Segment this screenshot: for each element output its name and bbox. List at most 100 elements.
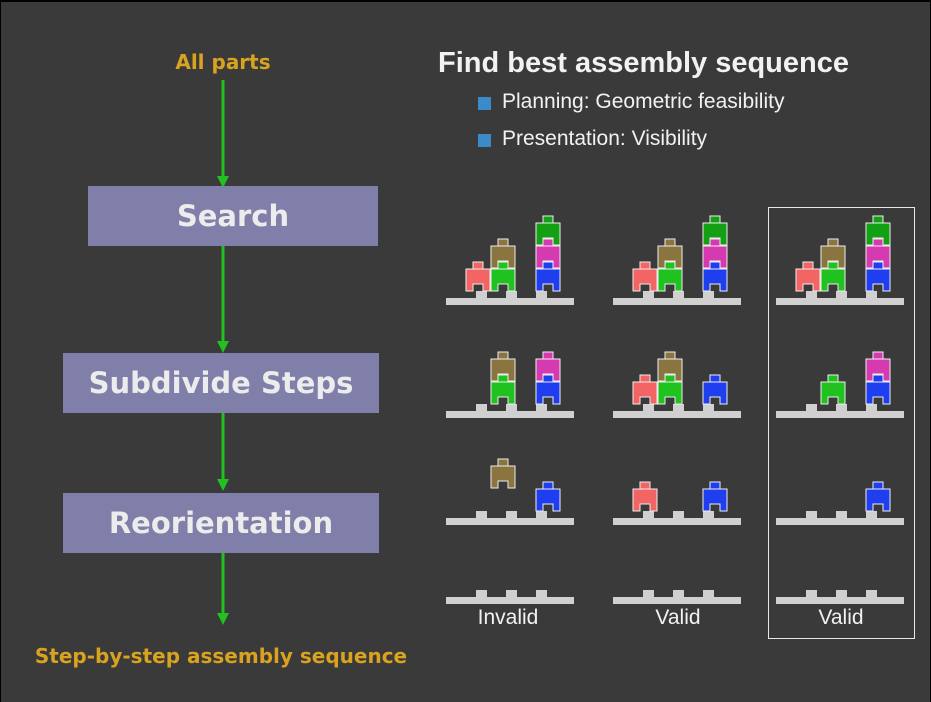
red-piece-part (632, 488, 658, 512)
blue-piece-part (865, 381, 891, 405)
blue-piece (535, 374, 561, 405)
base-peg (643, 404, 654, 411)
base-peg (476, 511, 487, 518)
base-plate (446, 597, 574, 604)
darkgreen-piece (535, 215, 561, 246)
magenta-piece-part (702, 245, 728, 269)
magenta-piece (702, 238, 728, 269)
olive-piece-part (490, 245, 516, 269)
panel-title: Find best assembly sequence (438, 47, 849, 79)
blue-piece-part (702, 381, 728, 405)
red-piece (632, 261, 658, 292)
magenta-piece-part (535, 358, 561, 382)
base-peg (506, 590, 517, 597)
blue-piece-part (702, 268, 728, 292)
column-label-valid-highlighted: Valid (818, 606, 864, 629)
base-peg (673, 404, 684, 411)
olive-piece (820, 238, 846, 269)
base-peg (866, 291, 877, 298)
arrowhead (217, 176, 229, 188)
base-peg (836, 404, 847, 411)
base-peg (536, 511, 547, 518)
base-peg (506, 291, 517, 298)
green-piece-part (657, 268, 683, 292)
column-label-valid: Valid (655, 606, 701, 629)
olive-piece (657, 351, 683, 382)
base-peg (673, 511, 684, 518)
magenta-piece (865, 351, 891, 382)
reorientation-step-box: Reorientation (63, 493, 379, 553)
darkgreen-piece-part (702, 222, 728, 246)
base-peg (866, 511, 877, 518)
base-peg (476, 291, 487, 298)
red-piece-part (632, 381, 658, 405)
green-piece (490, 374, 516, 405)
base-peg (703, 590, 714, 597)
column-label-invalid: Invalid (477, 606, 539, 629)
blue-piece (535, 261, 561, 292)
green-piece (820, 261, 846, 292)
blue-piece (702, 374, 728, 405)
olive-piece-part (490, 358, 516, 382)
green-piece (820, 374, 846, 405)
olive-piece (490, 458, 516, 489)
red-piece (632, 374, 658, 405)
base-peg (536, 590, 547, 597)
blue-piece-part (535, 381, 561, 405)
green-piece (657, 374, 683, 405)
magenta-piece-part (535, 245, 561, 269)
bullet-text: Planning: Geometric feasibility (502, 90, 785, 113)
base-peg (703, 404, 714, 411)
magenta-piece-part (865, 358, 891, 382)
red-piece-part (465, 268, 491, 292)
subdivide-steps-box: Subdivide Steps (63, 353, 379, 413)
green-piece-part (820, 268, 846, 292)
base-peg (866, 590, 877, 597)
base-plate (613, 597, 741, 604)
base-plate (446, 518, 574, 525)
base-peg (806, 590, 817, 597)
bullet-text: Presentation: Visibility (502, 127, 708, 150)
olive-piece (490, 351, 516, 382)
magenta-piece-part (865, 245, 891, 269)
blue-piece-part (702, 488, 728, 512)
blue-piece (865, 374, 891, 405)
base-peg (836, 511, 847, 518)
magenta-piece (865, 238, 891, 269)
base-peg (476, 590, 487, 597)
arrowhead (217, 613, 229, 625)
green-piece-part (820, 381, 846, 405)
base-plate (613, 518, 741, 525)
green-piece (657, 261, 683, 292)
darkgreen-piece-part (535, 222, 561, 246)
blue-piece (535, 481, 561, 512)
base-peg (836, 291, 847, 298)
base-peg (806, 511, 817, 518)
magenta-piece (535, 238, 561, 269)
blue-piece-part (535, 488, 561, 512)
darkgreen-piece (865, 215, 891, 246)
base-peg (806, 291, 817, 298)
green-piece (490, 261, 516, 292)
arrowhead (217, 341, 229, 353)
base-plate (776, 298, 904, 305)
red-piece (795, 261, 821, 292)
darkgreen-piece (702, 215, 728, 246)
base-peg (866, 404, 877, 411)
base-plate (613, 411, 741, 418)
red-piece-part (795, 268, 821, 292)
base-plate (613, 298, 741, 305)
base-peg (643, 511, 654, 518)
base-peg (836, 590, 847, 597)
base-plate (446, 411, 574, 418)
search-step-box: Search (88, 186, 378, 246)
darkgreen-piece-part (865, 222, 891, 246)
base-peg (506, 404, 517, 411)
blue-piece (702, 481, 728, 512)
assembly-sequence-label: Step-by-step assembly sequence (34, 644, 408, 668)
base-peg (643, 590, 654, 597)
olive-piece-part (657, 245, 683, 269)
green-piece-part (490, 268, 516, 292)
